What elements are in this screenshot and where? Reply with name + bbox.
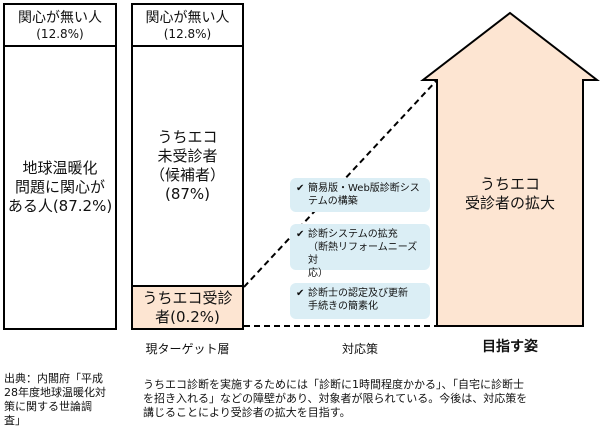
goal-label: 目指す姿 — [482, 339, 538, 355]
source-note: 出典：内閣府「平成 28年度地球温暖化対 策に関する世論調 査」 — [4, 372, 126, 428]
middle-disinterested-label: 関心が無い人 — [145, 9, 230, 26]
check-icon: ✔ — [296, 229, 305, 240]
description-line-1: うちエコ診断を実施するためには「診断に1時間程度かかる」、「自宅に診断士 — [143, 378, 524, 391]
arrow-line-1: うちエコ — [479, 175, 540, 193]
left-interested-line-3: ある人(87.2%) — [7, 197, 113, 215]
measure-2-line-1: 診断システムの拡充 — [308, 229, 398, 240]
candidates-box: うちエコ 未受診者 （候補者） (87%) — [131, 45, 244, 287]
source-line-4: 査」 — [4, 414, 26, 427]
description-note: うちエコ診断を実施するためには「診断に1時間程度かかる」、「自宅に診断士 を招き… — [143, 378, 595, 420]
measure-2-line-2: （断熱リフォームニーズ対 — [308, 242, 418, 266]
arrow-text: うちエコ 受診者の拡大 — [437, 175, 583, 213]
source-line-1: 出典：内閣府「平成 — [4, 372, 103, 385]
expansion-arrow — [420, 11, 600, 327]
candidates-line-2: 未受診者 — [157, 147, 218, 165]
current-target-label: 現ターゲット層 — [145, 342, 230, 356]
measure-1-line-2: テムの構築 — [308, 196, 358, 207]
left-interested-line-1: 地球温暖化 — [22, 159, 98, 177]
measure-3-line-1: 診断士の認定及び更新 — [308, 288, 408, 299]
measures-label: 対応策 — [341, 342, 378, 356]
left-interested-line-2: 問題に関心が — [14, 178, 105, 196]
measure-item: ✔ 診断士の認定及び更新 手続きの簡素化 — [290, 283, 430, 319]
description-line-2: を招き入れる」などの障壁があり、対象者が限られている。今後は、対応策を — [143, 392, 528, 405]
arrow-line-2: 受診者の拡大 — [464, 194, 555, 212]
measure-3-line-2: 手続きの簡素化 — [308, 301, 378, 312]
middle-disinterested-pct: (12.8%) — [163, 26, 212, 41]
diagnosed-line-1: うちエコ受診 — [142, 288, 233, 307]
candidates-line-3: （候補者） — [149, 166, 225, 184]
check-icon: ✔ — [296, 288, 305, 299]
measure-item: ✔ 診断システムの拡充 （断熱リフォームニーズ対 応） — [290, 224, 430, 279]
left-disinterested-box: 関心が無い人 (12.8%) — [3, 3, 117, 47]
diagnosed-line-2: 者(0.2%) — [155, 307, 220, 326]
left-disinterested-label: 関心が無い人 — [18, 9, 102, 26]
left-interested-box: 地球温暖化 問題に関心が ある人(87.2%) — [3, 45, 117, 330]
candidates-line-4: (87%) — [164, 185, 211, 203]
measure-1-line-1: 簡易版・Web版診断シス — [308, 183, 420, 194]
source-line-3: 策に関する世論調 — [4, 400, 92, 413]
measure-2-line-3: 応） — [308, 268, 328, 279]
middle-disinterested-box: 関心が無い人 (12.8%) — [131, 3, 244, 47]
diagnosed-box: うちエコ受診 者(0.2%) — [131, 285, 244, 330]
check-icon: ✔ — [296, 183, 305, 194]
measure-item: ✔ 簡易版・Web版診断シス テムの構築 — [290, 178, 430, 212]
description-line-3: 講じることにより受診者の拡大を目指す。 — [143, 406, 351, 419]
source-line-2: 28年度地球温暖化対 — [4, 386, 106, 399]
left-disinterested-pct: (12.8%) — [36, 26, 84, 41]
candidates-line-1: うちエコ — [157, 128, 218, 146]
